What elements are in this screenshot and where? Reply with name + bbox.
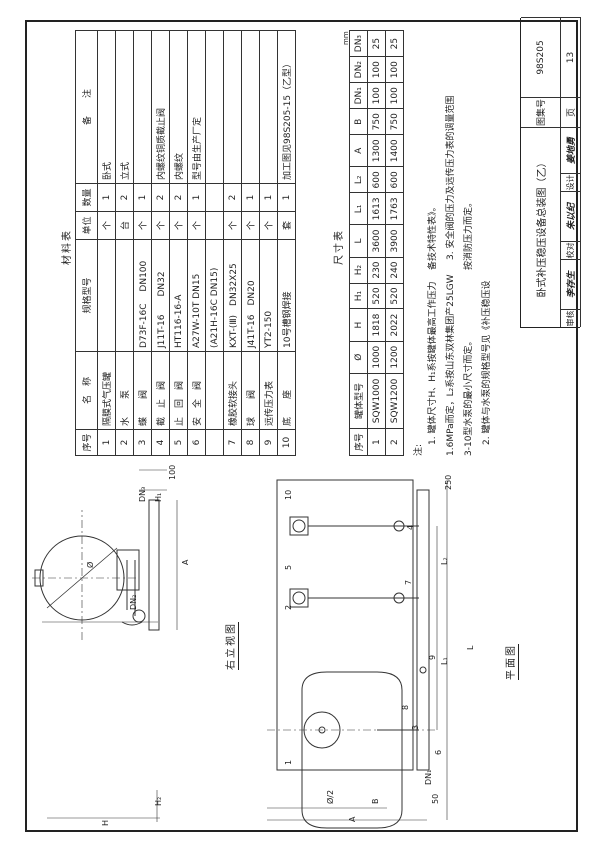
callout-5: 5 xyxy=(284,564,293,570)
callout-8: 8 xyxy=(401,704,410,710)
dim-100: 100 xyxy=(168,464,177,480)
dim-50: 50 xyxy=(431,793,440,804)
tank-outline xyxy=(301,671,403,829)
dim-B: B xyxy=(371,798,380,805)
dim-A-plan: A xyxy=(348,816,357,822)
callout-7: 7 xyxy=(404,579,413,585)
dim-H1: H₁ xyxy=(154,492,163,502)
dim-L1: L₁ xyxy=(440,657,449,665)
callout-4: 4 xyxy=(406,524,415,530)
dim-H2: H₂ xyxy=(154,796,163,806)
dim-d-half: Ø/2 xyxy=(326,789,335,804)
callout-3: 3 xyxy=(411,724,420,730)
callout-1: 1 xyxy=(284,759,293,765)
dim-d: Ø xyxy=(86,561,95,568)
dim-DN2: DN₂ xyxy=(129,594,138,610)
plan-view-label: 平面图 xyxy=(506,644,519,680)
dim-H: H xyxy=(101,819,110,826)
callout-2: 2 xyxy=(284,604,293,610)
dim-DN3: DN₃ xyxy=(138,486,147,502)
callout-10: 10 xyxy=(284,489,293,500)
drawing-sheet: 材料表 序号 名 称 规格型号 单位 数量 备 注 1 隔膜式气压罐 个 1 卧… xyxy=(25,17,581,832)
header-pipe xyxy=(416,489,430,771)
dim-250: 250 xyxy=(444,474,453,490)
side-view-label: 右立视图 xyxy=(226,622,239,670)
drawing-linework xyxy=(32,469,448,829)
dim-DN1: DN₁ xyxy=(424,769,433,785)
callout-9: 9 xyxy=(428,654,437,660)
dim-A-side: A xyxy=(181,559,190,565)
dim-L: L xyxy=(466,645,475,650)
dim-L2: L₂ xyxy=(440,557,449,565)
callout-6: 6 xyxy=(434,749,443,755)
